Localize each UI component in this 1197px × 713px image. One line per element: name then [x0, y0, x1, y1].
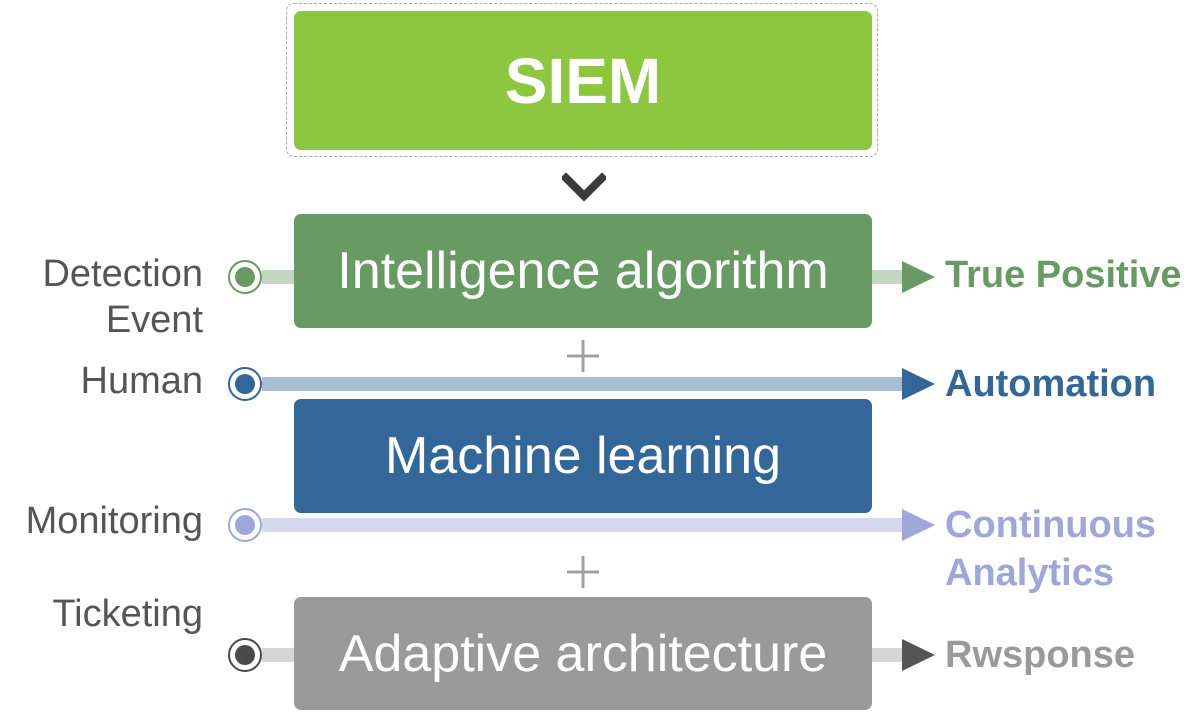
adaptive-architecture-box: Adaptive architecture — [294, 597, 872, 710]
flow-line-response — [872, 648, 902, 662]
automation-arrow-icon — [902, 368, 935, 400]
automation-label: Automation — [945, 363, 1157, 405]
plus-icon — [567, 556, 599, 588]
flow-line-detection — [262, 270, 294, 284]
machine-learning-box: Machine learning — [294, 399, 872, 513]
flow-line-monitoring — [262, 518, 902, 532]
human-input-node — [228, 367, 262, 401]
monitoring-input-dot — [235, 515, 255, 535]
response-arrow-icon — [902, 639, 935, 671]
detection-event-label: Detection Event — [42, 253, 203, 341]
ticketing-input-node — [228, 638, 262, 672]
continuous-analytics-label: Continuous Analytics — [945, 504, 1157, 594]
intelligence-algorithm-box: Intelligence algorithm — [294, 214, 872, 328]
flow-line-human — [262, 377, 902, 391]
siem-box: SIEM — [294, 11, 872, 150]
siem-dashed-frame — [286, 3, 878, 157]
ticketing-input-dot — [235, 645, 255, 665]
chevron-down-icon — [562, 172, 606, 202]
monitoring-label: Monitoring — [25, 500, 203, 542]
ticketing-label: Ticketing — [52, 593, 203, 635]
response-label: Rwsponse — [945, 634, 1136, 676]
flow-line-ticketing — [262, 648, 294, 662]
human-input-dot — [235, 374, 255, 394]
flow-line-true-positive — [872, 270, 902, 284]
human-label: Human — [80, 360, 204, 402]
true-positive-arrow-icon — [902, 261, 935, 293]
monitoring-input-node — [228, 508, 262, 542]
continuous-analytics-arrow-icon — [902, 509, 935, 541]
true-positive-label: True Positive — [945, 254, 1182, 296]
detection-input-dot — [235, 267, 255, 287]
detection-input-node — [228, 260, 262, 294]
plus-icon — [567, 340, 599, 372]
